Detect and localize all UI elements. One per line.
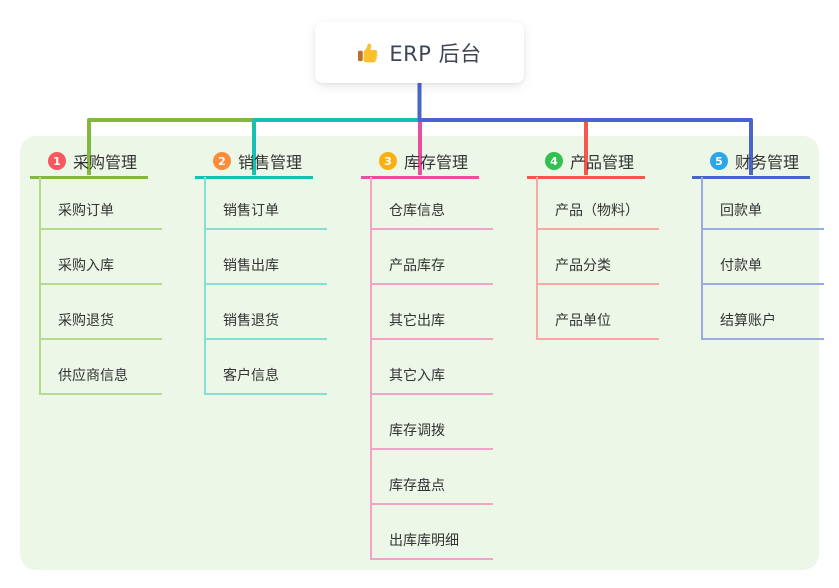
child-topic: 出库库明细	[371, 531, 493, 560]
branch-label: 库存管理	[404, 153, 469, 172]
child-topic: 回款单	[702, 201, 824, 230]
root-node: ERP 后台	[315, 22, 524, 83]
child-topic: 客户信息	[205, 366, 327, 395]
branch-label: 产品管理	[570, 153, 635, 172]
branch-spine-line	[701, 177, 703, 340]
branch-label: 销售管理	[238, 153, 303, 172]
child-topic: 库存盘点	[371, 476, 493, 505]
branch-number-badge: 1	[48, 152, 66, 170]
child-topic: 产品（物料）	[537, 201, 659, 230]
branch-number-badge: 5	[710, 152, 728, 170]
branch-spine-line	[204, 177, 206, 395]
branches-panel	[20, 136, 819, 570]
child-topic: 产品分类	[537, 256, 659, 285]
branch-number-badge: 3	[379, 152, 397, 170]
child-topic: 采购退货	[40, 311, 162, 340]
branch-node-5: 5 财务管理	[692, 148, 810, 179]
branch-node-3: 3 库存管理	[361, 148, 479, 179]
root-label: ERP 后台	[389, 41, 482, 66]
child-topic: 供应商信息	[40, 366, 162, 395]
branch-number-badge: 2	[213, 152, 231, 170]
branch-spine-line	[39, 177, 41, 395]
thumbs-up-icon	[358, 43, 378, 63]
child-topic: 销售退货	[205, 311, 327, 340]
branch-spine-line	[536, 177, 538, 340]
child-topic: 采购入库	[40, 256, 162, 285]
branch-node-2: 2 销售管理	[195, 148, 313, 179]
child-topic: 仓库信息	[371, 201, 493, 230]
child-topic: 其它出库	[371, 311, 493, 340]
child-topic: 付款单	[702, 256, 824, 285]
child-topic: 产品库存	[371, 256, 493, 285]
branch-spine-line	[370, 177, 372, 560]
child-topic: 销售订单	[205, 201, 327, 230]
child-topic: 结算账户	[702, 311, 824, 340]
branch-node-4: 4 产品管理	[527, 148, 645, 179]
child-topic: 其它入库	[371, 366, 493, 395]
branch-node-1: 1 采购管理	[30, 148, 148, 179]
branch-label: 采购管理	[73, 153, 138, 172]
child-topic: 采购订单	[40, 201, 162, 230]
child-topic: 库存调拨	[371, 421, 493, 450]
child-topic: 销售出库	[205, 256, 327, 285]
branch-label: 财务管理	[735, 153, 800, 172]
branch-number-badge: 4	[545, 152, 563, 170]
child-topic: 产品单位	[537, 311, 659, 340]
